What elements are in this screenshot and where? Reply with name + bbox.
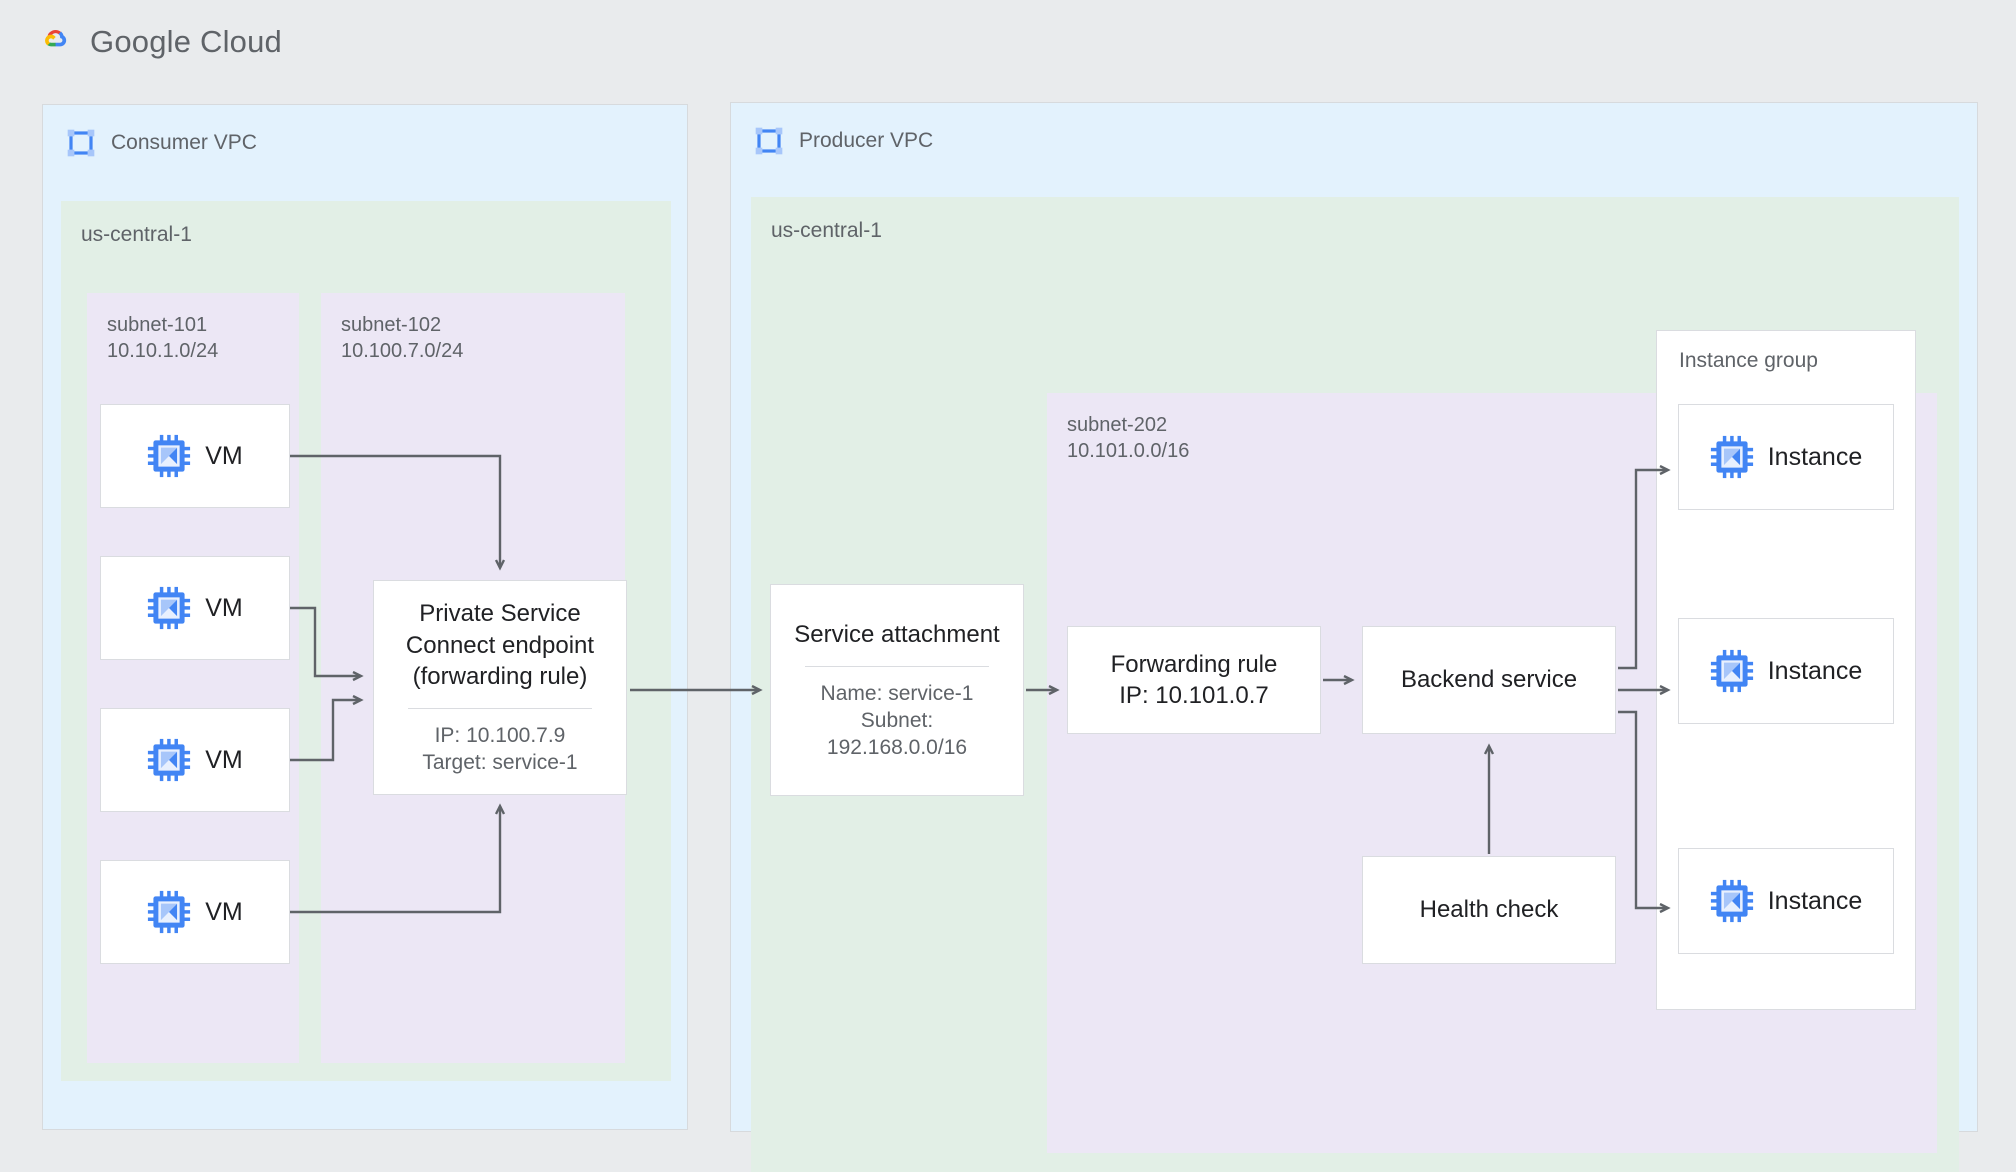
vm-chip-icon <box>148 890 191 934</box>
vm-chip-icon <box>1710 435 1753 479</box>
instance-tile-3-label: Instance <box>1767 886 1863 915</box>
vm-chip-icon <box>148 434 191 478</box>
vm-tile-4-label: VM <box>205 897 243 926</box>
consumer-region-label: us-central-1 <box>81 223 192 246</box>
vm-chip-icon <box>148 738 191 782</box>
instance-group-label: Instance group <box>1679 349 1818 372</box>
vpc-network-icon <box>67 129 95 157</box>
vm-tile-2-label: VM <box>205 593 243 622</box>
vm-tile-2[interactable]: VM <box>100 556 290 660</box>
vm-tile-3-label: VM <box>205 745 243 774</box>
vm-chip-icon <box>148 586 191 630</box>
psc-endpoint-details: IP: 10.100.7.9 Target: service-1 <box>422 723 578 774</box>
instance-tile-3[interactable]: Instance <box>1678 848 1894 954</box>
consumer-vpc-label: Consumer VPC <box>111 131 257 154</box>
instance-tile-1[interactable]: Instance <box>1678 404 1894 510</box>
psc-endpoint-title: Private Service Connect endpoint (forwar… <box>405 600 595 690</box>
consumer-vpc-header: Consumer VPC <box>65 127 257 159</box>
private-service-connect-endpoint-card[interactable]: Private Service Connect endpoint (forwar… <box>373 580 627 795</box>
brand-wordmark: Google Cloud <box>90 24 282 59</box>
producer-vpc-header: Producer VPC <box>753 125 933 157</box>
google-cloud-logo <box>45 29 67 47</box>
psc-endpoint-divider <box>408 707 592 709</box>
service-attachment-divider <box>805 665 989 667</box>
vm-tile-1[interactable]: VM <box>100 404 290 508</box>
vm-tile-3[interactable]: VM <box>100 708 290 812</box>
health-check-node[interactable]: Health check <box>1362 856 1616 964</box>
forwarding-rule-label: Forwarding rule IP: 10.101.0.7 <box>1110 650 1278 709</box>
instance-tile-2-label: Instance <box>1767 656 1863 685</box>
backend-service-node[interactable]: Backend service <box>1362 626 1616 734</box>
vm-tile-1-label: VM <box>205 441 243 470</box>
vm-chip-icon <box>1710 649 1753 693</box>
health-check-label: Health check <box>1419 896 1559 924</box>
vm-chip-icon <box>1710 879 1753 923</box>
producer-region-label: us-central-1 <box>771 219 882 242</box>
vm-tile-4[interactable]: VM <box>100 860 290 964</box>
brand-header: Google Cloud <box>30 22 282 62</box>
instance-tile-2[interactable]: Instance <box>1678 618 1894 724</box>
producer-vpc-label: Producer VPC <box>799 129 934 152</box>
service-attachment-details: Name: service-1 Subnet: 192.168.0.0/16 <box>820 681 974 759</box>
service-attachment-card[interactable]: Service attachment Name: service-1 Subne… <box>770 584 1024 796</box>
backend-service-label: Backend service <box>1400 666 1578 694</box>
vpc-network-icon <box>755 127 783 155</box>
forwarding-rule-node[interactable]: Forwarding rule IP: 10.101.0.7 <box>1067 626 1321 734</box>
instance-tile-1-label: Instance <box>1767 442 1863 471</box>
service-attachment-title: Service attachment <box>794 620 1000 648</box>
